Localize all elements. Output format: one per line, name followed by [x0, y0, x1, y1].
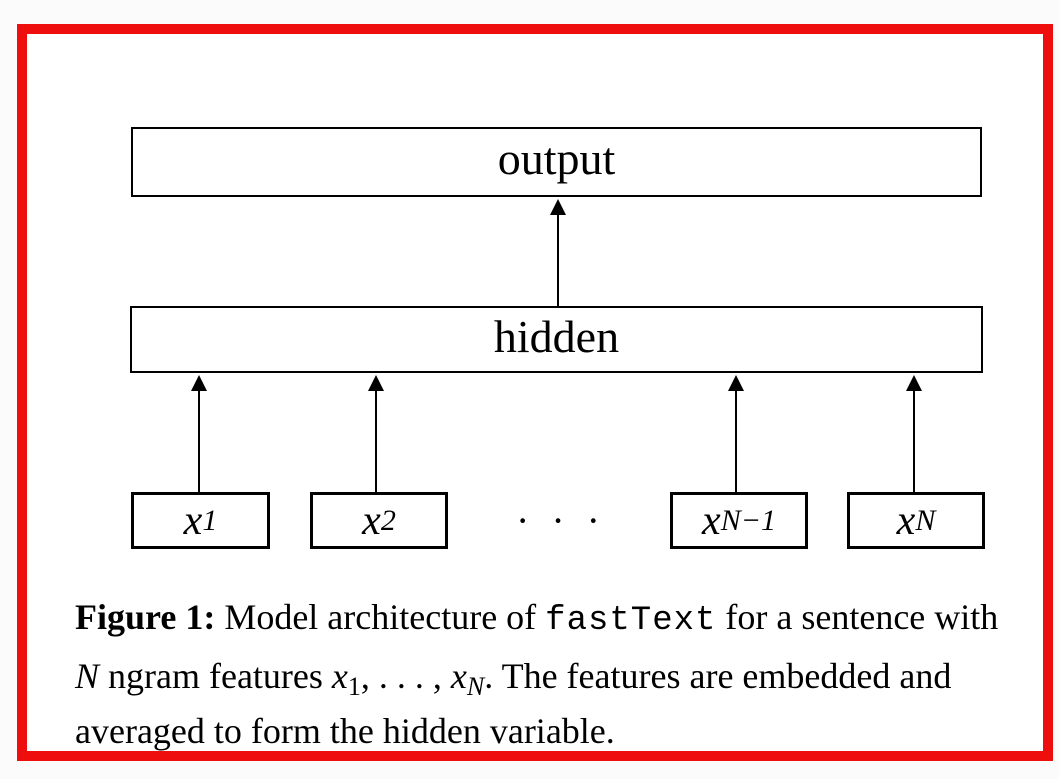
arrow-xn1-to-hidden-icon: [728, 375, 744, 492]
arrow-hidden-to-output-icon: [550, 199, 566, 306]
arrow-shaft: [913, 387, 915, 492]
output-layer-label: output: [497, 133, 616, 184]
input-label-xn-minus-1-subscript: N−1: [720, 503, 776, 537]
arrowhead-icon: [368, 375, 384, 391]
caption-text: averaged to form the hidden variable.: [75, 711, 615, 751]
input-label-x1: x: [183, 497, 203, 544]
caption-text: . The features are embedded and: [484, 656, 952, 696]
arrow-shaft: [375, 387, 377, 492]
caption-line-2: N ngram features x1, . . . , xN. The fea…: [75, 649, 1055, 704]
input-label-x2: x: [362, 497, 381, 544]
caption-figure-number: Figure 1:: [75, 597, 216, 637]
input-label-xn-minus-1: x: [702, 497, 721, 544]
caption-math-x: x: [331, 656, 348, 696]
arrowhead-icon: [728, 375, 744, 391]
caption-fasttext-code: fastText: [545, 602, 717, 640]
caption-math-x1-subscript: 1: [347, 672, 361, 701]
caption-line-1: Figure 1: Model architecture of fastText…: [75, 590, 1055, 649]
input-label-xn: x: [896, 497, 916, 544]
arrowhead-icon: [906, 375, 922, 391]
arrow-xn-to-hidden-icon: [906, 375, 922, 492]
arrow-shaft: [735, 387, 737, 492]
caption-math-n: N: [75, 656, 100, 696]
arrow-x2-to-hidden-icon: [368, 375, 384, 492]
input-label-xn-subscript: N: [915, 503, 936, 537]
caption-line-3: averaged to form the hidden variable.: [75, 704, 1055, 759]
arrow-shaft: [557, 211, 559, 306]
arrow-x1-to-hidden-icon: [191, 375, 207, 492]
ellipsis-dots: · · ·: [516, 498, 606, 543]
caption-text: ngram features: [99, 656, 332, 696]
input-label-x2-subscript: 2: [380, 503, 396, 537]
arrowhead-icon: [191, 375, 207, 391]
hidden-layer-box: hidden: [130, 306, 983, 373]
output-layer-box: output: [131, 127, 982, 197]
arrowhead-icon: [550, 199, 566, 215]
caption-text: Model architecture of: [215, 597, 546, 637]
input-label-x1-subscript: 1: [202, 503, 218, 537]
caption-math-xn-subscript: N: [466, 672, 485, 701]
caption-math-x: x: [450, 656, 467, 696]
caption-text: , . . . ,: [360, 656, 451, 696]
arrow-shaft: [198, 387, 200, 492]
figure-caption: Figure 1: Model architecture of fastText…: [75, 590, 1055, 759]
caption-text: for a sentence with: [716, 597, 999, 637]
hidden-layer-label: hidden: [493, 310, 620, 362]
